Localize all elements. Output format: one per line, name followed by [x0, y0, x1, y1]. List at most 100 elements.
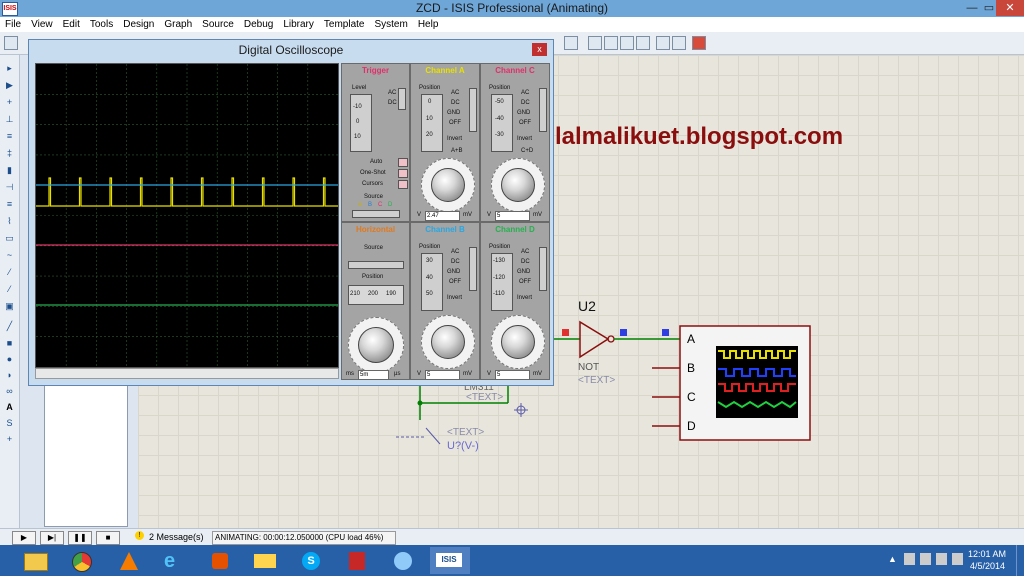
step-button[interactable]: ▶| — [40, 531, 64, 545]
file-explorer-icon[interactable] — [16, 547, 56, 574]
generator-icon[interactable]: ~ — [6, 250, 13, 260]
text-script-icon[interactable]: ≡ — [6, 131, 13, 141]
menu-tools[interactable]: Tools — [89, 19, 114, 30]
channel-b-coupling-switch[interactable] — [469, 247, 477, 291]
channel-b-invert[interactable]: Invert — [447, 295, 463, 301]
toolbar-annotate-icon[interactable] — [636, 36, 650, 50]
menu-debug[interactable]: Debug — [243, 19, 274, 30]
horizontal-position-slider[interactable] — [348, 285, 404, 305]
menu-library[interactable]: Library — [283, 19, 314, 30]
menu-source[interactable]: Source — [202, 19, 234, 30]
folder-icon[interactable] — [246, 547, 286, 574]
wire-label-icon[interactable]: ⊥ — [5, 114, 14, 124]
trigger-source-slider[interactable] — [352, 210, 400, 218]
channel-a-scale-knob[interactable] — [431, 168, 465, 202]
terminal-icon[interactable]: ⊣ — [5, 182, 14, 192]
menu-graph[interactable]: Graph — [164, 19, 193, 30]
toolbar-pcb-icon[interactable] — [672, 36, 686, 50]
clock-time[interactable]: 12:01 AM — [968, 549, 1007, 559]
restore-button[interactable]: ▭ — [983, 2, 995, 14]
internet-explorer-icon[interactable]: e — [164, 550, 176, 572]
select-mode-icon[interactable]: ▸ — [7, 63, 12, 73]
channel-c-invert[interactable]: Invert — [517, 136, 533, 142]
stop-button[interactable]: ■ — [96, 531, 120, 545]
scope-horizontal-scrollbar[interactable] — [35, 368, 339, 379]
paint-icon[interactable] — [384, 547, 424, 574]
channel-b-position-slider[interactable] — [421, 253, 443, 311]
menu-view[interactable]: View — [31, 19, 53, 30]
channel-a-position-slider[interactable] — [421, 94, 443, 152]
close-button[interactable]: ✕ — [996, 0, 1024, 16]
circle-icon[interactable]: ● — [6, 354, 13, 364]
oneshot-toggle[interactable] — [398, 169, 408, 178]
channel-d-invert[interactable]: Invert — [517, 295, 533, 301]
box-icon[interactable]: ■ — [6, 338, 13, 348]
tray-usb-icon[interactable] — [904, 553, 915, 565]
chrome-icon[interactable] — [62, 547, 102, 574]
channel-d-position-slider[interactable] — [491, 253, 513, 311]
horizontal-timebase-knob[interactable] — [358, 327, 394, 363]
channel-a-coupling-switch[interactable] — [469, 88, 477, 132]
graph-icon[interactable]: ⌇ — [7, 216, 12, 226]
channel-d-coupling-switch[interactable] — [539, 247, 547, 291]
channel-d-scale-knob[interactable] — [501, 325, 535, 359]
trigger-level-slider[interactable] — [350, 94, 372, 152]
line-icon[interactable]: ╱ — [6, 321, 13, 331]
symbol-icon[interactable]: S — [6, 418, 13, 428]
path-icon[interactable]: ∞ — [6, 386, 13, 396]
media-player-icon[interactable] — [200, 547, 240, 574]
trigger-coupling-switch[interactable] — [398, 88, 406, 110]
marker-icon[interactable]: + — [6, 434, 13, 444]
channel-a-sum[interactable]: A+B — [451, 148, 463, 154]
subcircuit-icon[interactable]: ▮ — [7, 165, 12, 175]
channel-c-position-slider[interactable] — [491, 94, 513, 152]
tray-flag-icon[interactable] — [920, 553, 931, 565]
cursors-toggle[interactable] — [398, 180, 408, 189]
toolbar-report-icon[interactable] — [656, 36, 670, 50]
auto-toggle[interactable] — [398, 158, 408, 167]
play-button[interactable]: ▶ — [12, 531, 36, 545]
instrument-icon[interactable]: ▣ — [5, 301, 14, 311]
component-mode-icon[interactable]: ▶ — [6, 80, 13, 90]
oscilloscope-close-button[interactable]: x — [532, 43, 547, 56]
show-desktop-button[interactable] — [1016, 545, 1024, 576]
tray-volume-icon[interactable] — [952, 553, 963, 565]
menu-design[interactable]: Design — [123, 19, 155, 30]
bus-icon[interactable]: ‡ — [6, 148, 12, 158]
horizontal-source-slider[interactable] — [348, 261, 404, 269]
tape-icon[interactable]: ▭ — [5, 233, 14, 243]
vlc-icon[interactable] — [108, 547, 148, 574]
toolbar-netlist-icon[interactable] — [588, 36, 602, 50]
junction-mode-icon[interactable]: + — [6, 97, 13, 107]
toolbar-bom-icon[interactable] — [604, 36, 618, 50]
toolbar-check-icon[interactable] — [620, 36, 634, 50]
channel-c-scale-knob[interactable] — [501, 168, 535, 202]
skype-icon[interactable]: S — [292, 547, 332, 574]
messages-count[interactable]: 2 Message(s) — [149, 532, 204, 542]
tray-arrow-icon[interactable]: ▲ — [888, 554, 897, 564]
voltage-probe-icon[interactable]: ⁄ — [8, 267, 11, 277]
acrobat-icon[interactable] — [338, 547, 378, 574]
current-probe-icon[interactable]: ⁄ — [8, 284, 11, 294]
channel-a-invert[interactable]: Invert — [447, 136, 463, 142]
menu-file[interactable]: File — [5, 19, 22, 30]
menu-template[interactable]: Template — [323, 19, 365, 30]
isis-taskbar-icon[interactable]: ISIS — [430, 547, 470, 574]
minimize-button[interactable]: — — [966, 2, 978, 14]
arc-icon[interactable]: ◗ — [6, 370, 13, 380]
toolbar-tool-icon[interactable] — [564, 36, 578, 50]
toolbar-new-icon[interactable] — [4, 36, 18, 50]
menu-system[interactable]: System — [374, 19, 408, 30]
toolbar-ares-icon[interactable] — [692, 36, 706, 50]
text-icon[interactable]: A — [6, 402, 13, 412]
menu-edit[interactable]: Edit — [62, 19, 80, 30]
pause-button[interactable]: ❚❚ — [68, 531, 92, 545]
tray-network-icon[interactable] — [936, 553, 947, 565]
clock-date[interactable]: 4/5/2014 — [970, 561, 1006, 571]
menu-help[interactable]: Help — [417, 19, 439, 30]
channel-c-sum[interactable]: C+D — [521, 148, 534, 154]
device-list[interactable] — [44, 382, 128, 527]
channel-b-scale-knob[interactable] — [431, 325, 465, 359]
pin-icon[interactable]: ≡ — [6, 199, 13, 209]
channel-c-coupling-switch[interactable] — [539, 88, 547, 132]
